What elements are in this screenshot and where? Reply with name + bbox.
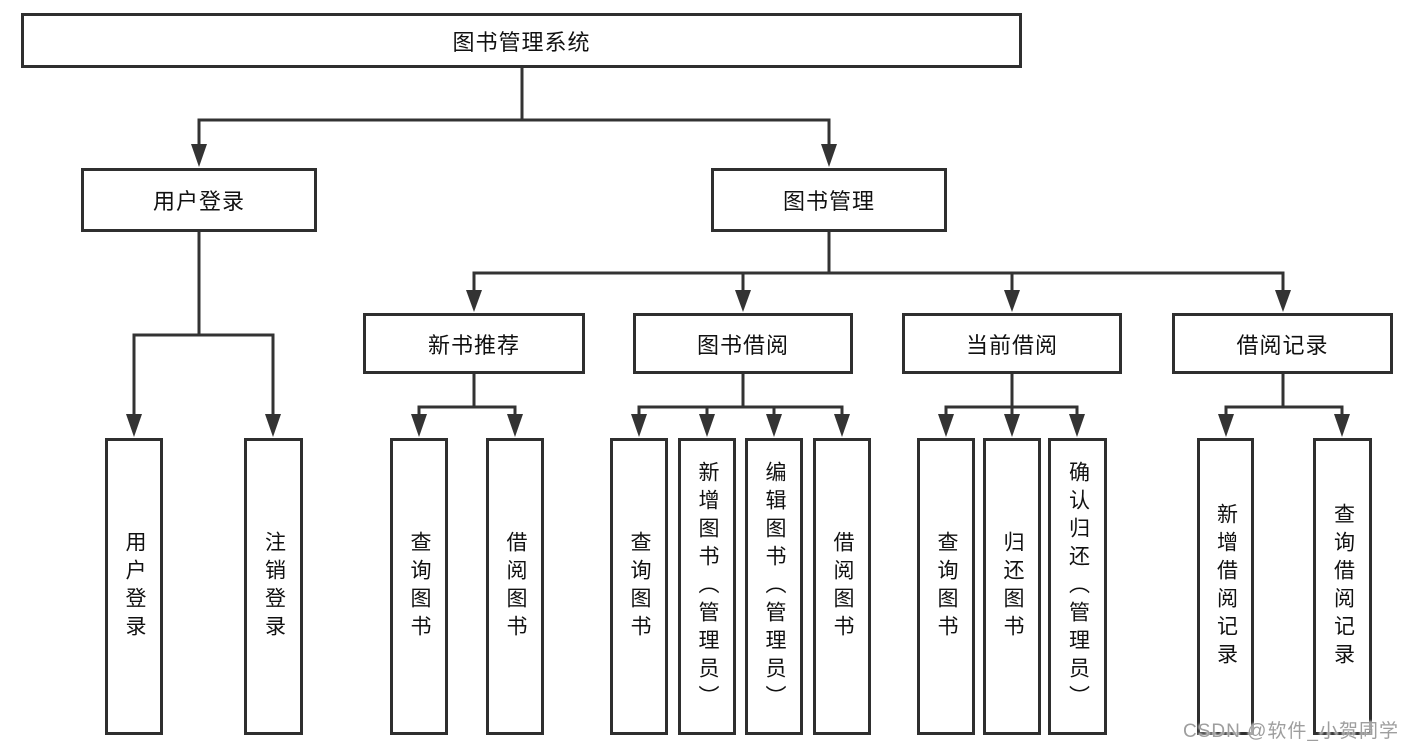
leaf-bb-edit-books-admin-label: 编辑图书（管理员） (763, 460, 787, 713)
leaf-bb-add-books-admin: 新增图书（管理员） (678, 438, 736, 735)
node-current-borrow: 当前借阅 (902, 313, 1122, 374)
leaf-cb-confirm-return-admin-label: 确认归还（管理员） (1066, 460, 1090, 713)
node-book-borrow: 图书借阅 (633, 313, 853, 374)
leaf-cb-return-books-label: 归还图书 (1001, 530, 1025, 643)
leaf-user-login: 用户登录 (105, 438, 163, 735)
leaf-bb-add-books-admin-label: 新增图书（管理员） (696, 460, 720, 713)
node-user-login-label: 用户登录 (152, 189, 245, 214)
node-borrow-records: 借阅记录 (1172, 313, 1393, 374)
leaf-br-add-record-label: 新增借阅记录 (1214, 502, 1238, 671)
node-book-management-label: 图书管理 (782, 189, 875, 214)
leaf-nbr-borrow-books-label: 借阅图书 (504, 530, 528, 643)
leaf-br-query-record: 查询借阅记录 (1313, 438, 1372, 735)
node-root-label: 图书管理系统 (452, 29, 591, 55)
leaf-nbr-borrow-books: 借阅图书 (486, 438, 544, 735)
leaf-br-query-record-label: 查询借阅记录 (1331, 502, 1355, 671)
leaf-bb-query-books-label: 查询图书 (628, 530, 652, 643)
node-book-borrow-label: 图书借阅 (696, 332, 789, 358)
leaf-cb-confirm-return-admin: 确认归还（管理员） (1048, 438, 1107, 735)
node-new-book-recommend: 新书推荐 (363, 313, 585, 374)
node-borrow-records-label: 借阅记录 (1236, 332, 1329, 358)
leaf-cb-query-books: 查询图书 (917, 438, 975, 735)
leaf-cb-query-books-label: 查询图书 (935, 530, 959, 643)
csdn-watermark: CSDN @软件_小贺同学 (1183, 721, 1399, 742)
leaf-bb-edit-books-admin: 编辑图书（管理员） (745, 438, 803, 735)
leaf-user-login-label: 用户登录 (123, 530, 147, 643)
leaf-bb-borrow-books: 借阅图书 (813, 438, 871, 735)
arrowhead-icons (126, 144, 1350, 437)
leaf-br-add-record: 新增借阅记录 (1197, 438, 1254, 735)
node-new-book-recommend-label: 新书推荐 (427, 332, 520, 358)
node-book-management: 图书管理 (711, 168, 947, 232)
node-user-login: 用户登录 (81, 168, 317, 232)
leaf-logout: 注销登录 (244, 438, 303, 735)
leaf-bb-query-books: 查询图书 (610, 438, 668, 735)
leaf-cb-return-books: 归还图书 (983, 438, 1041, 735)
leaf-nbr-query-books: 查询图书 (390, 438, 448, 735)
leaf-nbr-query-books-label: 查询图书 (408, 530, 432, 643)
node-current-borrow-label: 当前借阅 (965, 332, 1058, 358)
leaf-logout-label: 注销登录 (262, 530, 286, 643)
leaf-bb-borrow-books-label: 借阅图书 (831, 530, 855, 643)
node-root: 图书管理系统 (21, 13, 1022, 68)
